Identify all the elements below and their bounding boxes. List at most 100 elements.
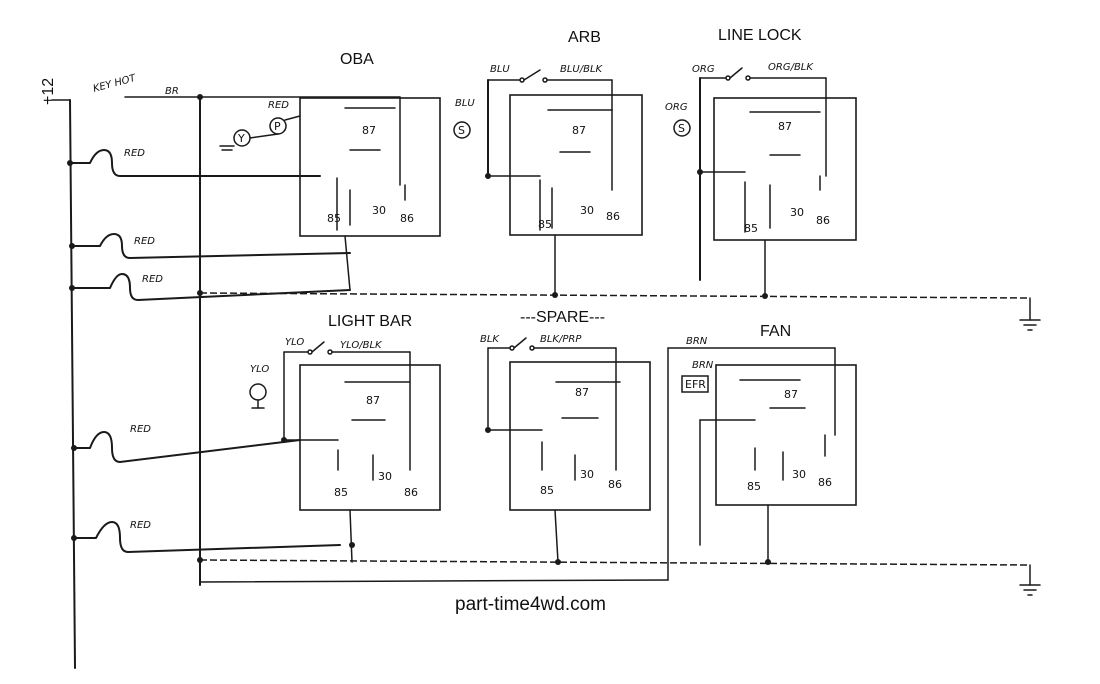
efr-box — [681, 375, 709, 393]
pin-86: 86 — [818, 476, 832, 489]
junction — [349, 542, 355, 548]
junction — [762, 293, 768, 299]
ground-rails — [199, 292, 1041, 596]
junction — [197, 557, 203, 563]
ground-icon — [251, 399, 265, 409]
oba-link — [249, 133, 279, 139]
switch-left: BLK — [480, 334, 500, 345]
junction — [197, 290, 203, 296]
fuse-2-label: RED — [134, 236, 155, 247]
key-hot-color: BR — [165, 86, 179, 97]
spare-85-return — [554, 509, 559, 563]
pin-85: 85 — [334, 486, 348, 499]
relay-title: ARB — [568, 29, 601, 46]
pin-85: 85 — [538, 218, 552, 231]
relay-spare: ---SPARE--- 87 85 30 86 BLK BLK/PRP — [480, 309, 651, 563]
switch-right: YLO/BLK — [340, 340, 383, 351]
toggle-switch-icon — [307, 341, 333, 355]
junction — [765, 559, 771, 565]
fuse-1-label: RED — [124, 148, 145, 159]
pin-87: 87 — [362, 124, 376, 137]
trigger-color: YLO — [250, 364, 269, 375]
switch-right: BLU/BLK — [560, 64, 604, 75]
relay-title: LIGHT BAR — [328, 313, 412, 330]
pin-86: 86 — [608, 478, 622, 491]
relay-box — [715, 364, 857, 506]
power-supply: +12 KEY HOT BR — [40, 73, 203, 669]
indicator-label: EFR — [685, 378, 706, 391]
pin-85: 85 — [744, 222, 758, 235]
trigger-color: ORG — [665, 102, 688, 113]
relay-box — [299, 364, 441, 511]
fuse-3-label: RED — [142, 274, 163, 285]
plus12-label: +12 — [40, 78, 57, 105]
relay-title: OBA — [340, 51, 374, 68]
relay-title: FAN — [760, 323, 791, 340]
pin-86: 86 — [400, 212, 414, 225]
oba-link — [284, 115, 301, 121]
pin-30: 30 — [580, 204, 594, 217]
fuse-branches: RED RED RED RED RED — [67, 148, 351, 553]
switch-left: ORG — [692, 64, 715, 75]
relay-box — [509, 361, 651, 511]
pin-30: 30 — [790, 206, 804, 219]
relay-title: LINE LOCK — [718, 27, 802, 44]
fuse-2 — [71, 233, 351, 259]
relay-line-lock: LINE LOCK 87 85 30 86 ORG ORG/BLK ORG S — [665, 27, 857, 299]
fuse-5 — [73, 521, 341, 553]
ground-icon — [1019, 297, 1041, 331]
pin-87: 87 — [784, 388, 798, 401]
relay-title: ---SPARE--- — [520, 309, 605, 326]
relay-fan: FAN 87 85 30 86 BRN BRN EFR — [667, 323, 857, 581]
ground-icon — [219, 145, 235, 151]
pin-86: 86 — [606, 210, 620, 223]
trigger-color: BRN — [692, 360, 714, 371]
solenoid-icon — [453, 121, 471, 139]
pin-87: 87 — [572, 124, 586, 137]
pin-87: 87 — [778, 120, 792, 133]
fuse-3 — [71, 273, 351, 301]
pin-30: 30 — [378, 470, 392, 483]
pin-87: 87 — [366, 394, 380, 407]
main-power-bus — [69, 99, 76, 669]
gauge-y-label: Y — [237, 132, 245, 145]
fuse-5-label: RED — [130, 520, 151, 531]
bottom-return — [199, 579, 669, 583]
relay-arb: ARB 87 85 30 86 BLU BLU/BLK BLU S — [453, 29, 643, 298]
pin-85: 85 — [327, 212, 341, 225]
indicator-label: S — [458, 124, 465, 137]
pin-85: 85 — [540, 484, 554, 497]
toggle-switch-icon — [509, 337, 535, 351]
ground-rail-bottom — [199, 559, 1031, 566]
pin-87: 87 — [575, 386, 589, 399]
trigger-color: BLU — [455, 98, 475, 109]
ground-icon — [1019, 564, 1041, 596]
fuse-4 — [73, 431, 301, 463]
junction — [555, 559, 561, 565]
relay-oba: OBA 87 85 30 86 RED Y P — [199, 51, 441, 291]
relay-box — [509, 94, 643, 236]
lamp-icon — [249, 383, 267, 401]
relay-box — [713, 97, 857, 241]
relay-light-bar: LIGHT BAR 87 85 30 86 YLO YLO/BLK YLO — [249, 313, 441, 563]
oba-85-return — [344, 235, 351, 291]
pin-86: 86 — [816, 214, 830, 227]
pin-30: 30 — [792, 468, 806, 481]
key-hot-label: KEY HOT — [92, 73, 138, 95]
bus-junctions — [197, 290, 561, 565]
pin-86: 86 — [404, 486, 418, 499]
toggle-switch-icon — [725, 67, 751, 81]
switch-left: YLO — [285, 337, 304, 348]
pin-30: 30 — [372, 204, 386, 217]
site-watermark: part-time4wd.com — [455, 594, 606, 615]
indicator-label: P — [274, 120, 281, 133]
toggle-switch-icon — [519, 69, 548, 83]
switch-right: ORG/BLK — [768, 62, 814, 73]
solenoid-icon — [673, 119, 691, 137]
fuse-4-label: RED — [130, 424, 151, 435]
relay-box — [299, 97, 441, 237]
fuse-1 — [69, 149, 321, 177]
ground-rail-top — [199, 292, 1031, 299]
indicator-label: S — [678, 122, 685, 135]
pin-85: 85 — [747, 480, 761, 493]
